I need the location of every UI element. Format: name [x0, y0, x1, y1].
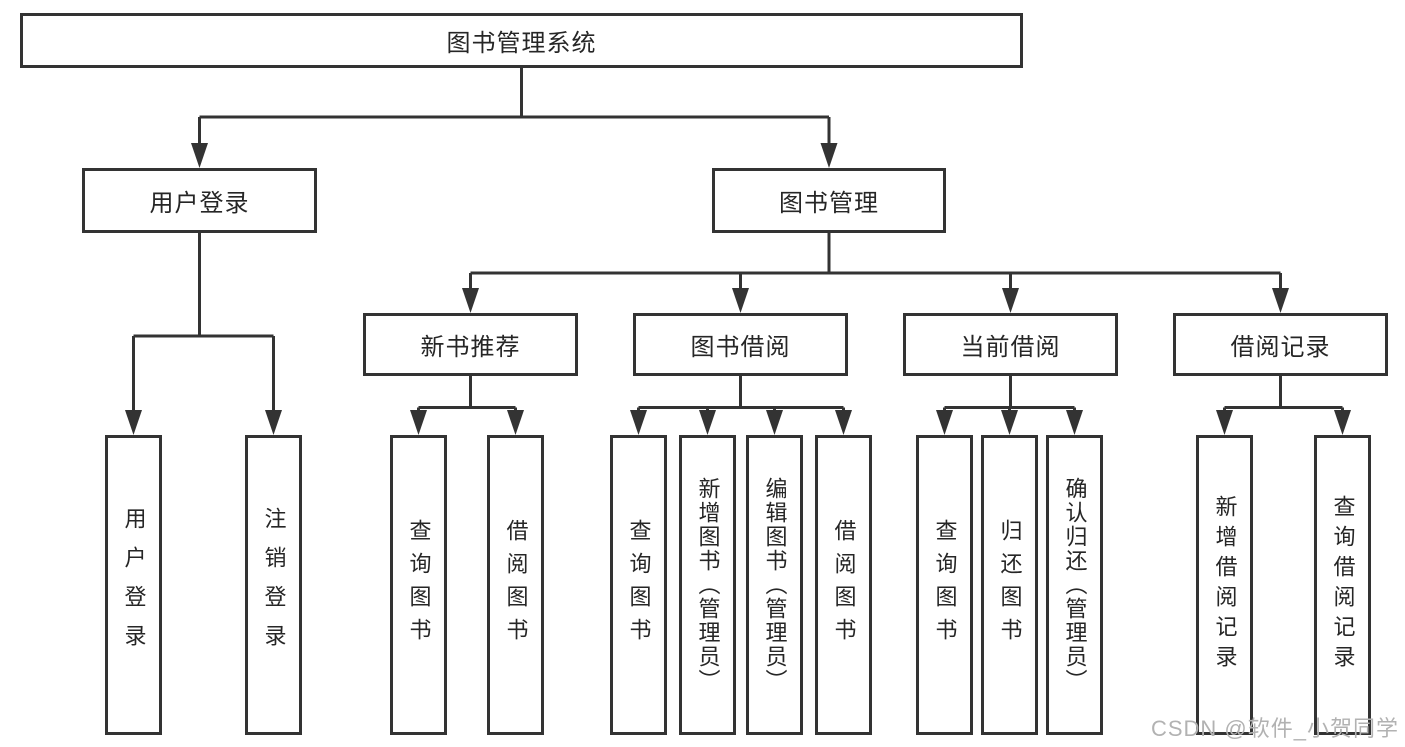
leaf-borrow-books-recommend: 借阅图书	[487, 435, 544, 735]
leaf-query-borrow-record: 查询借阅记录	[1314, 435, 1371, 735]
node-label: 图书管理系统	[446, 30, 597, 57]
leaf-confirm-return-admin: 确认归还（管理员）	[1046, 435, 1103, 735]
leaf-borrow-books: 借阅图书	[815, 435, 872, 735]
node-label: 新增图书（管理员）	[695, 477, 721, 693]
leaf-query-books-borrow: 查询图书	[610, 435, 667, 735]
node-label: 用户登录	[121, 507, 147, 663]
node-label: 用户登录	[149, 190, 250, 217]
leaf-add-books-admin: 新增图书（管理员）	[679, 435, 736, 735]
node-new-book-recommendation: 新书推荐	[363, 313, 578, 376]
node-label: 新增借阅记录	[1212, 495, 1238, 675]
node-label: 图书借阅	[690, 334, 791, 361]
leaf-add-borrow-record: 新增借阅记录	[1196, 435, 1253, 735]
node-book-borrowing: 图书借阅	[633, 313, 848, 376]
node-label: 当前借阅	[960, 334, 1061, 361]
leaf-user-login: 用户登录	[105, 435, 162, 735]
node-label: 编辑图书（管理员）	[762, 477, 788, 693]
node-book-management: 图书管理	[712, 168, 946, 233]
leaf-query-books-recommend: 查询图书	[390, 435, 447, 735]
watermark: CSDN @软件_小贺同学	[1150, 716, 1399, 741]
node-borrowing-records: 借阅记录	[1173, 313, 1388, 376]
node-label: 归还图书	[997, 519, 1023, 651]
node-label: 注销登录	[261, 507, 287, 663]
node-label: 新书推荐	[420, 334, 521, 361]
node-label: 借阅图书	[503, 519, 529, 651]
node-current-borrowing: 当前借阅	[903, 313, 1118, 376]
leaf-edit-books-admin: 编辑图书（管理员）	[746, 435, 803, 735]
node-label: 查询图书	[626, 519, 652, 651]
leaf-query-books-current: 查询图书	[916, 435, 973, 735]
node-label: 图书管理	[779, 190, 879, 217]
node-user-login: 用户登录	[82, 168, 317, 233]
leaf-return-books: 归还图书	[981, 435, 1038, 735]
node-library-system: 图书管理系统	[20, 13, 1023, 68]
node-label: 借阅图书	[831, 519, 857, 651]
node-label: 借阅记录	[1230, 334, 1331, 361]
leaf-logout-login: 注销登录	[245, 435, 302, 735]
node-label: 查询图书	[406, 519, 432, 651]
node-label: 确认归还（管理员）	[1062, 477, 1088, 693]
node-label: 查询图书	[932, 519, 958, 651]
node-label: 查询借阅记录	[1330, 495, 1356, 675]
